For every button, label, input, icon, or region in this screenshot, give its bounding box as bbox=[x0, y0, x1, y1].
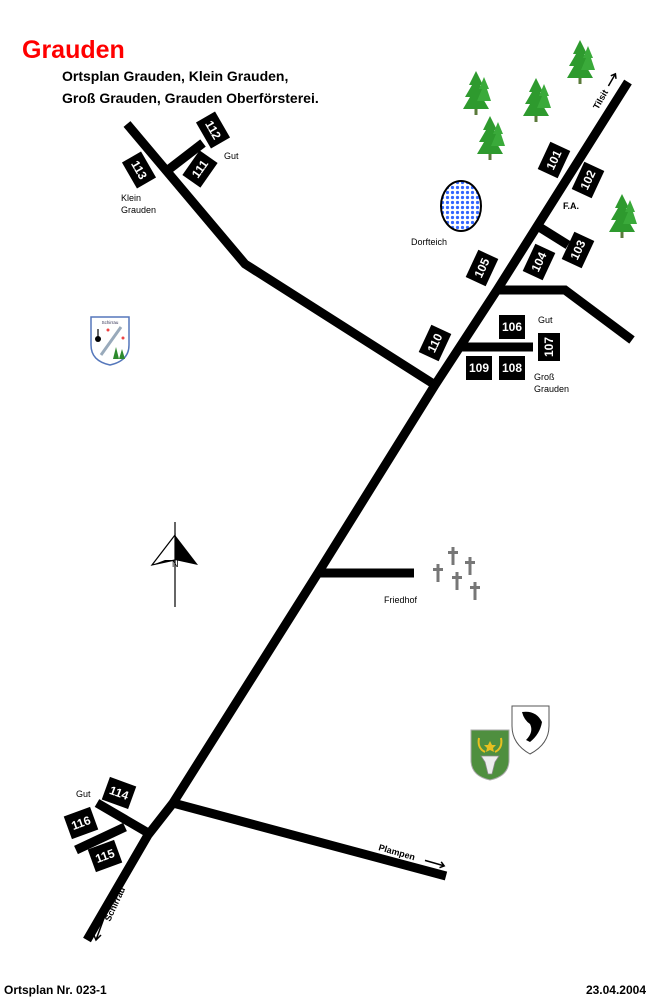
tree-icon bbox=[463, 71, 491, 115]
house-111: 111 bbox=[182, 150, 218, 188]
house-115: 115 bbox=[87, 839, 123, 873]
pond-dorfteich bbox=[440, 180, 482, 232]
gut-south-label: Gut bbox=[76, 789, 91, 799]
crest-eagle bbox=[511, 705, 550, 755]
house-112: 112 bbox=[195, 111, 231, 149]
crest-schirrau: Schirrau bbox=[90, 316, 130, 366]
north-arrow-icon: N bbox=[150, 522, 198, 607]
house-113: 113 bbox=[121, 151, 157, 189]
cross-icon bbox=[452, 572, 462, 590]
cemetery-crosses bbox=[433, 547, 480, 600]
north-label: N bbox=[172, 559, 179, 569]
main-road bbox=[83, 79, 632, 943]
subtitle-line-2: Groß Grauden, Grauden Oberförsterei. bbox=[62, 90, 319, 106]
house-number-label: 116 bbox=[70, 813, 93, 833]
tree-icon bbox=[523, 78, 551, 122]
gross-grauden-label-2: Grauden bbox=[534, 384, 569, 394]
spur-112 bbox=[165, 139, 206, 174]
friedhof-label: Friedhof bbox=[384, 595, 418, 605]
spur-103 bbox=[533, 221, 571, 249]
house-109: 109 bbox=[466, 356, 492, 380]
forestry-office-label: F.A. bbox=[563, 201, 579, 211]
cross-icon bbox=[470, 582, 480, 600]
arrow-icon bbox=[607, 72, 617, 87]
klein-grauden-road bbox=[123, 121, 435, 387]
house-number-label: 108 bbox=[502, 361, 522, 375]
spur-114 bbox=[94, 799, 153, 838]
subtitle-line-1: Ortsplan Grauden, Klein Grauden, bbox=[62, 68, 288, 84]
gut-gross-label: Gut bbox=[538, 315, 553, 325]
gut-klein-label: Gut bbox=[224, 151, 239, 161]
house-number-label: 106 bbox=[502, 320, 522, 334]
plan-number: Ortsplan Nr. 023-1 bbox=[4, 983, 107, 997]
house-114: 114 bbox=[101, 776, 137, 810]
crest-label: Schirrau bbox=[102, 320, 119, 325]
house-107: 107 bbox=[538, 333, 560, 361]
house-number-label: 115 bbox=[94, 846, 117, 866]
house-numbers: 101 102 103 104 105 106 107 108 109 110 … bbox=[63, 111, 605, 873]
tree-icon bbox=[609, 194, 637, 238]
tree-icon bbox=[477, 116, 505, 160]
house-110: 110 bbox=[418, 324, 452, 362]
klein-grauden-label-2: Grauden bbox=[121, 205, 156, 215]
arrow-icon bbox=[424, 859, 446, 869]
house-104: 104 bbox=[522, 243, 556, 281]
plampen-road bbox=[171, 798, 448, 881]
house-number-label: 109 bbox=[469, 361, 489, 375]
house-105: 105 bbox=[465, 249, 499, 287]
klein-grauden-label-1: Klein bbox=[121, 193, 141, 203]
cross-icon bbox=[448, 547, 458, 565]
house-106: 106 bbox=[499, 315, 525, 339]
cross-icon bbox=[465, 557, 475, 575]
spur-116 bbox=[74, 822, 127, 855]
crest-stag bbox=[470, 729, 510, 781]
dorfteich-label: Dorfteich bbox=[411, 237, 447, 247]
map-title: Grauden bbox=[22, 36, 125, 64]
cross-icon bbox=[433, 564, 443, 582]
house-number-label: 114 bbox=[108, 783, 131, 803]
house-102: 102 bbox=[571, 161, 605, 199]
roads bbox=[74, 79, 635, 943]
house-108: 108 bbox=[499, 356, 525, 380]
house-103: 103 bbox=[561, 231, 595, 269]
house-101: 101 bbox=[537, 141, 571, 179]
gross-grauden-label-1: Groß bbox=[534, 372, 555, 382]
house-116: 116 bbox=[63, 806, 99, 840]
tree-icon bbox=[567, 40, 595, 84]
house-number-label: 107 bbox=[542, 337, 556, 357]
plan-date: 23.04.2004 bbox=[586, 983, 646, 997]
east-road bbox=[497, 285, 635, 344]
arrow-icon bbox=[92, 917, 105, 942]
